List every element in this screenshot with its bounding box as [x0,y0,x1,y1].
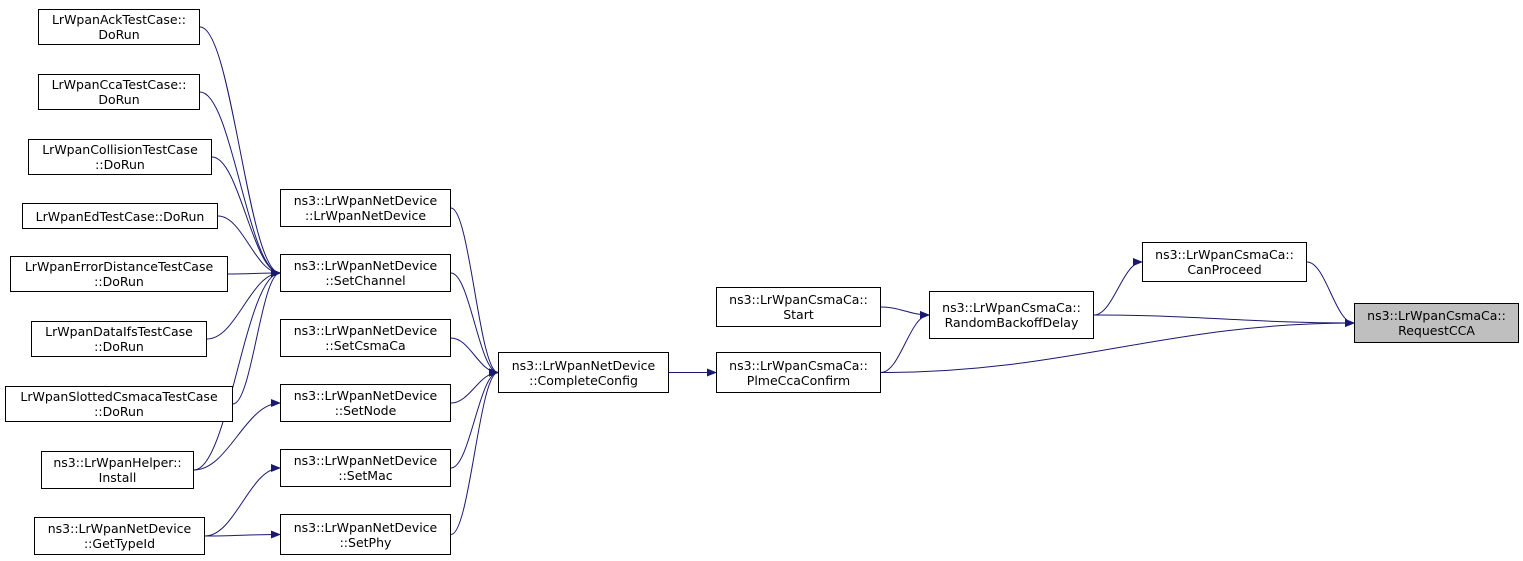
edge-setchannel-to-ack [199,26,281,277]
edge-canproceed-to-randombackoff [1093,258,1143,316]
edge-requestcca-to-plme [880,319,1355,373]
node-label-line: DoRun [98,27,140,42]
node-label-line: ::GetTypeId [83,536,156,551]
node-label-line: DoRun [98,92,140,107]
node-label-line: ::SetPhy [339,534,392,550]
node-label-line: ns3::LrWpanNetDevice [293,258,438,273]
node-setnode[interactable]: ns3::LrWpanNetDevice::SetNode [280,384,451,422]
node-slotted[interactable]: LrWpanSlottedCsmacaTestCase::DoRun [5,386,233,422]
node-label-line: ::DoRun [95,157,145,172]
node-label-line: LrWpanCollisionTestCase [42,142,198,157]
edge-setchannel-to-collision [211,156,281,277]
node-label-line: PlmeCcaConfirm [746,372,851,388]
node-label-line: ns3::LrWpanNetDevice [293,193,438,208]
node-setchannel[interactable]: ns3::LrWpanNetDevice::SetChannel [280,254,451,292]
edge-setchannel-to-dataifs [206,269,281,340]
node-errdist[interactable]: LrWpanErrorDistanceTestCase::DoRun [10,256,228,292]
node-label-line: ::SetMac [338,468,393,483]
edge-setnode-to-helper [193,399,281,471]
edge-setchannel-to-slotted [232,269,281,405]
node-label-line: ns3::LrWpanNetDevice [293,519,438,535]
node-start[interactable]: ns3::LrWpanCsmaCa::Start [716,287,881,327]
node-ed[interactable]: LrWpanEdTestCase::DoRun [22,203,218,229]
node-label-line: RandomBackoffDelay [944,315,1079,330]
node-label-line: ns3::LrWpanNetDevice [293,453,438,468]
edge-setchannel-to-errdist [227,269,281,278]
edge-setmac-to-gettypeid [204,464,281,537]
node-label-line: LrWpanCcaTestCase:: [51,77,187,92]
node-helper[interactable]: ns3::LrWpanHelper::Install [41,451,194,489]
node-randombackoff[interactable]: ns3::LrWpanCsmaCa::RandomBackoffDelay [929,291,1094,339]
node-label-line: Install [98,470,137,485]
edge-randombackoff-to-start [880,306,930,319]
node-gettypeid[interactable]: ns3::LrWpanNetDevice::GetTypeId [34,517,205,555]
node-plme[interactable]: ns3::LrWpanCsmaCa::PlmeCcaConfirm [716,352,881,393]
node-label-line: LrWpanDataIfsTestCase [45,324,193,339]
edge-setchannel-to-cca [199,91,281,277]
node-label-line: ns3::LrWpanNetDevice [293,323,438,338]
node-label-line: ns3::LrWpanNetDevice [293,388,438,403]
node-label-line: LrWpanSlottedCsmacaTestCase [20,389,218,404]
node-setphy[interactable]: ns3::LrWpanNetDevice::SetPhy [280,514,451,555]
node-label-line: ns3::LrWpanNetDevice [47,521,192,536]
edge-completeconfig-to-ctor [450,207,499,377]
node-label-line: ns3::LrWpanCsmaCa:: [1367,308,1506,323]
node-label-line: ::CompleteConfig [529,372,638,388]
edge-completeconfig-to-setphy [450,368,499,535]
node-label-line: RequestCCA [1398,323,1475,338]
node-completeconfig[interactable]: ns3::LrWpanNetDevice::CompleteConfig [498,352,669,393]
node-setcsmaca[interactable]: ns3::LrWpanNetDevice::SetCsmaCa [280,319,451,357]
node-label-line: ::SetCsmaCa [325,338,406,353]
node-label-line: LrWpanAckTestCase:: [51,12,187,27]
node-collision[interactable]: LrWpanCollisionTestCase::DoRun [28,139,212,175]
edge-setphy-to-gettypeid [204,530,281,539]
node-label-line: ::DoRun [94,339,144,354]
node-label-line: ::DoRun [94,274,144,289]
node-requestcca: ns3::LrWpanCsmaCa::RequestCCA [1354,303,1519,343]
node-label-line: CanProceed [1187,262,1262,277]
edge-requestcca-to-randombackoff [1093,314,1355,327]
node-label-line: ns3::LrWpanHelper:: [53,455,182,470]
node-label-line: ns3::LrWpanNetDevice [511,357,656,373]
node-label-line: ::DoRun [94,404,144,419]
node-dataifs[interactable]: LrWpanDataIfsTestCase::DoRun [31,321,207,357]
node-label-line: LrWpanEdTestCase::DoRun [35,208,205,224]
node-label-line: Start [783,307,814,322]
node-label-line: ns3::LrWpanCsmaCa:: [942,300,1081,315]
node-label-line: ::SetChannel [325,273,406,288]
node-setmac[interactable]: ns3::LrWpanNetDevice::SetMac [280,449,451,487]
edge-requestcca-to-canproceed [1306,261,1355,327]
edge-randombackoff-to-plme [880,311,930,373]
node-label-line: ns3::LrWpanCsmaCa:: [729,357,868,373]
node-label-line: LrWpanErrorDistanceTestCase [24,259,214,274]
node-label-line: ns3::LrWpanCsmaCa:: [1155,247,1294,262]
node-canproceed[interactable]: ns3::LrWpanCsmaCa::CanProceed [1142,242,1307,282]
node-ack[interactable]: LrWpanAckTestCase::DoRun [38,9,200,45]
node-ctor[interactable]: ns3::LrWpanNetDevice::LrWpanNetDevice [280,189,451,227]
node-label-line: ::SetNode [334,403,397,418]
edge-setchannel-to-helper [193,269,281,471]
node-label-line: ns3::LrWpanCsmaCa:: [729,292,868,307]
node-cca[interactable]: LrWpanCcaTestCase::DoRun [38,74,200,110]
node-label-line: ::LrWpanNetDevice [304,208,427,223]
